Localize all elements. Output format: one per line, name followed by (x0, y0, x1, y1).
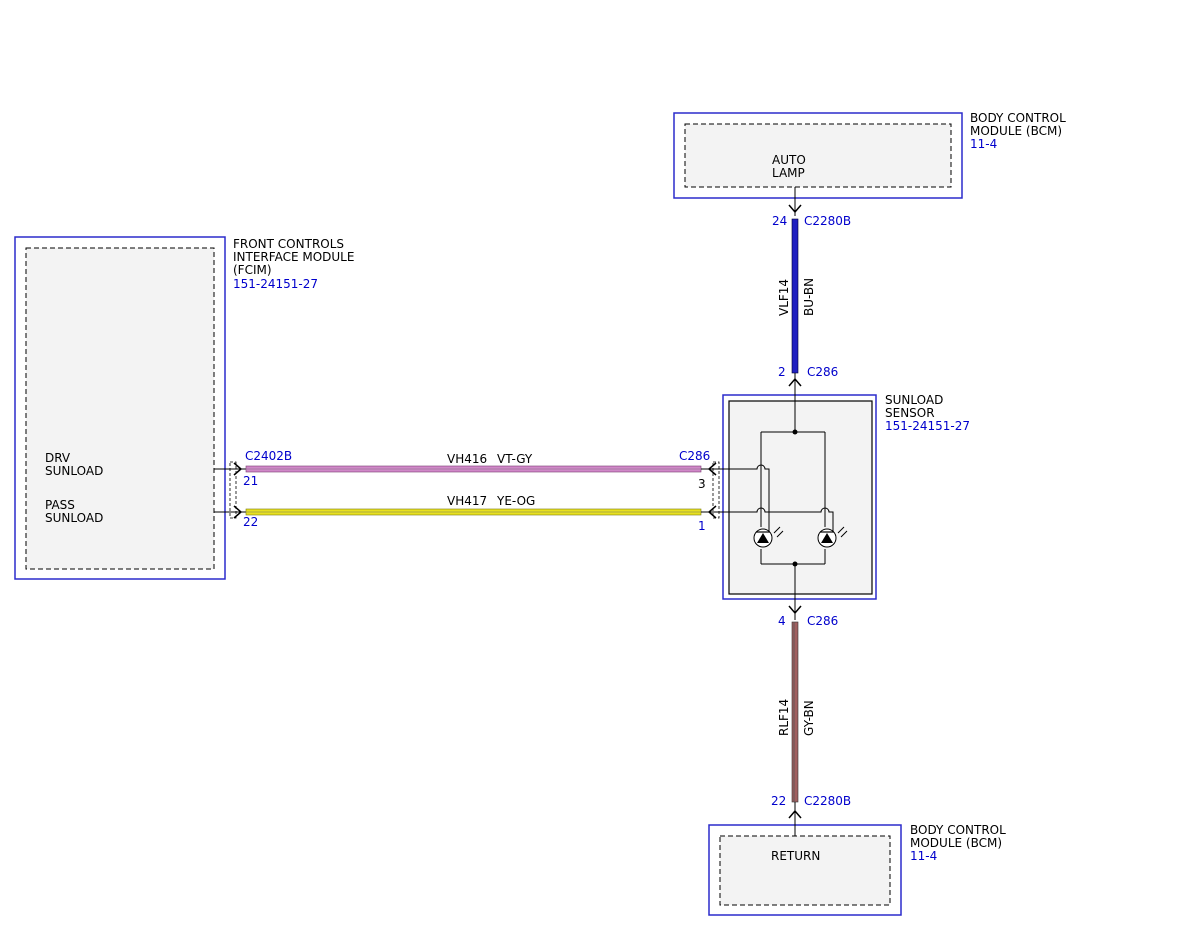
arrow-left-icon (707, 505, 717, 519)
wire-vlf14: VLF14 BU-BN (777, 187, 816, 388)
connector-sensor-bottom-name[interactable]: C286 (807, 614, 838, 628)
wire-vh417: VH417 YE-OG (214, 494, 717, 519)
wire-vh417-color: YE-OG (496, 494, 535, 508)
bcm-top-name-1: BODY CONTROL (970, 111, 1066, 125)
arrow-up-icon (788, 809, 802, 819)
connector-sensor-top-name[interactable]: C286 (807, 365, 838, 379)
connector-bottom-bcm-pin: 22 (771, 794, 786, 808)
connector-top-bcm-pin: 24 (772, 214, 787, 228)
wire-vh417-circuit: VH417 (447, 494, 487, 508)
connector-sensor-left-shell (712, 461, 720, 519)
sunload-sensor-module: SUNLOAD SENSOR 151-24151-27 (716, 388, 970, 602)
sensor-name-2: SENSOR (885, 406, 935, 420)
connector-top-bcm-name[interactable]: C2280B (804, 214, 851, 228)
fcim-drv-label-2: SUNLOAD (45, 464, 103, 478)
sensor-name-1: SUNLOAD (885, 393, 943, 407)
bcm-bottom-pin-label: RETURN (771, 849, 820, 863)
wire-rlf14-circuit: RLF14 (777, 699, 791, 736)
fcim-name-3: (FCIM) (233, 263, 272, 277)
arrow-down-icon (788, 204, 802, 214)
wire-vh416-circuit: VH416 (447, 452, 487, 466)
wire-vh416: VH416 VT-GY (214, 452, 717, 476)
connector-sensor-left-pin-a: 3 (698, 477, 706, 491)
fcim-module: DRV SUNLOAD PASS SUNLOAD FRONT CONTROLS … (14, 236, 354, 580)
fcim-drv-label-1: DRV (45, 451, 71, 465)
connector-fcim-name[interactable]: C2402B (245, 449, 292, 463)
bcm-top-module: AUTO LAMP BODY CONTROL MODULE (BCM) 11-4 (673, 111, 1066, 199)
bcm-top-pin-label-1: AUTO (772, 153, 806, 167)
fcim-pass-label-1: PASS (45, 498, 75, 512)
wire-rlf14: RLF14 GY-BN (777, 602, 816, 836)
photodiode-right-icon (817, 526, 848, 548)
bcm-bottom-module: RETURN BODY CONTROL MODULE (BCM) 11-4 (708, 823, 1006, 916)
photodiode-left-icon (753, 526, 784, 548)
arrow-left-icon (707, 462, 717, 476)
wire-vlf14-color: BU-BN (802, 278, 816, 316)
bcm-bottom-name-2: MODULE (BCM) (910, 836, 1002, 850)
arrow-up-icon (788, 377, 802, 387)
bcm-bottom-name-1: BODY CONTROL (910, 823, 1006, 837)
connector-sensor-left-pin-b: 1 (698, 519, 706, 533)
connector-fcim-pin-a: 21 (243, 474, 258, 488)
wire-vlf14-circuit: VLF14 (777, 279, 791, 316)
sensor-ref[interactable]: 151-24151-27 (885, 419, 970, 433)
fcim-name-2: INTERFACE MODULE (233, 250, 354, 264)
bcm-top-pin-label-2: LAMP (772, 166, 805, 180)
wire-rlf14-color: GY-BN (802, 700, 816, 736)
fcim-ref[interactable]: 151-24151-27 (233, 277, 318, 291)
bcm-top-ref[interactable]: 11-4 (970, 137, 997, 151)
connector-sensor-left-name[interactable]: C286 (679, 449, 710, 463)
fcim-pass-label-2: SUNLOAD (45, 511, 103, 525)
connector-bottom-bcm-name[interactable]: C2280B (804, 794, 851, 808)
bcm-bottom-ref[interactable]: 11-4 (910, 849, 937, 863)
connector-sensor-top-pin: 2 (778, 365, 786, 379)
wire-vh416-color: VT-GY (497, 452, 533, 466)
fcim-name-1: FRONT CONTROLS (233, 237, 344, 251)
bcm-top-name-2: MODULE (BCM) (970, 124, 1062, 138)
sensor-internal-circuit (716, 388, 834, 602)
connector-fcim-pin-b: 22 (243, 515, 258, 529)
arrow-down-icon (788, 605, 802, 615)
connector-fcim-shell (229, 461, 237, 519)
connector-sensor-bottom-pin: 4 (778, 614, 786, 628)
